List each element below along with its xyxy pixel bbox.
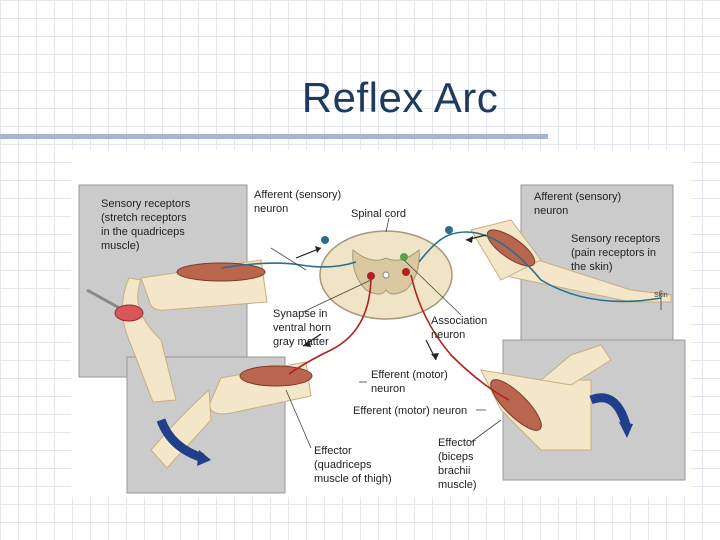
signal-arrowhead-efferent-left [303,340,311,347]
efferent-nerve-left [288,274,372,375]
reflex-arc-diagram: Sensory receptors (stretch receptors in … [71,150,691,497]
leader-association [403,259,462,316]
signal-arrowhead-afferent-left [315,246,321,253]
kick-arrow-left [156,418,205,463]
forearm-lower [539,344,612,386]
afferent-nerve-left [220,261,357,269]
leader-synapse [302,279,372,313]
label-synapse: Synapse in ventral horn gray matter [273,308,334,348]
quadriceps-muscle-upper [176,262,266,282]
label-spinal-cord: Spinal cord [351,208,406,220]
leader-effector-left [285,389,312,449]
efferent-nerve-right [410,274,510,401]
signal-arrowhead-efferent-right [431,353,439,360]
title-underline [0,134,548,139]
label-sensory-receptors-left: Sensory receptors (stretch receptors in … [101,198,193,252]
lower-leg-lower [150,388,212,469]
signal-arrowhead-afferent-right [466,236,473,243]
slide-title: Reflex Arc [301,74,499,121]
label-afferent-right: Afferent (sensory) neuron [534,191,624,217]
quadriceps-muscle-lower [239,365,313,387]
motor-neuron-left [367,272,375,280]
association-neuron [400,253,408,261]
reflex-hammer-handle [86,288,124,312]
reflex-arc-figure: Sensory receptors (stretch receptors in … [71,150,691,497]
label-effector-right: Effector (biceps brachii muscle) [438,437,479,491]
reflex-hammer-head [114,304,144,322]
label-efferent-motor-1: Efferent (motor) neuron [371,369,451,395]
central-canal [382,271,390,279]
afferent-ganglion-left [321,236,329,244]
motor-neuron-right [402,268,410,276]
biceps-muscle-upper [486,229,536,267]
kick-arrowhead-left [197,450,211,466]
leader-spinal-cord [385,217,390,233]
label-efferent-motor-2: Efferent (motor) neuron [353,405,467,417]
leader-effector-right [470,419,502,443]
flex-arrow-right [589,393,631,427]
afferent-ganglion-right [445,226,453,234]
afferent-nerve-right [418,231,662,303]
label-effector-left: Effector (quadriceps muscle of thigh) [314,445,392,485]
label-association: Association neuron [431,315,490,341]
label-afferent-left: Afferent (sensory) neuron [254,189,344,215]
label-skin: Skin [654,292,668,299]
biceps-muscle-lower [490,379,542,431]
leader-afferent-left [270,247,307,271]
flex-arrowhead-right [619,422,633,438]
label-sensory-receptors-right: Sensory receptors (pain receptors in the… [571,233,663,273]
